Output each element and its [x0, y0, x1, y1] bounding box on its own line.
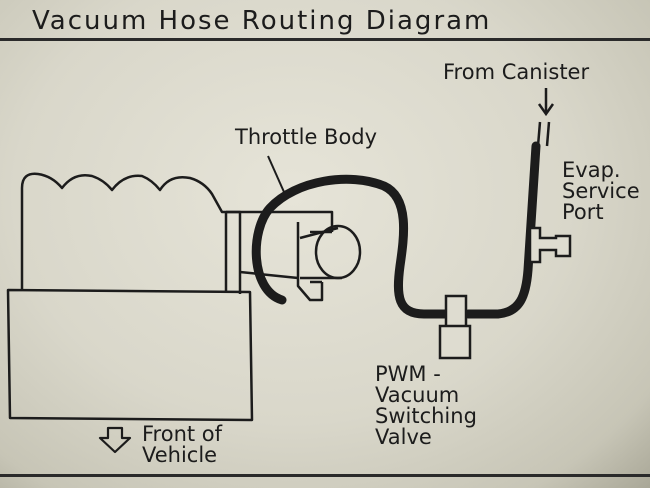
evap-service-port-label: Evap. Service Port	[562, 160, 640, 223]
front-arrow-icon	[98, 426, 132, 454]
intake-plenum	[224, 210, 334, 292]
footer-divider	[0, 474, 650, 477]
pwm-valve-label: PWM - Vacuum Switching Valve	[375, 364, 477, 448]
engine-illustration	[6, 172, 362, 422]
throttle-body-leader	[267, 155, 285, 193]
pwm-label-line: PWM -	[375, 362, 441, 386]
from-canister-label: From Canister	[443, 60, 590, 84]
vacuum-hose-canister	[463, 141, 541, 319]
down-arrow-icon	[537, 88, 555, 117]
evap-label-line: Service	[562, 179, 640, 203]
pwm-label-line: Vacuum	[375, 383, 460, 407]
pwm-label-line: Valve	[375, 425, 432, 449]
throttle-body-label: Throttle Body	[235, 125, 378, 149]
pwm-valve	[438, 294, 472, 360]
pwm-label-line: Switching	[375, 404, 477, 428]
throttle-bore	[314, 224, 362, 280]
diagram-title: Vacuum Hose Routing Diagram	[32, 6, 492, 36]
front-label-line: Vehicle	[142, 443, 218, 467]
evap-service-port	[528, 226, 572, 264]
vacuum-hose-throttle	[251, 174, 455, 319]
canister-inlet	[536, 121, 551, 147]
engine-top	[20, 172, 242, 294]
front-label-line: Front of	[142, 422, 223, 446]
evap-label-line: Port	[562, 200, 604, 224]
throttle-housing	[296, 222, 324, 302]
header-divider	[0, 38, 650, 41]
front-of-vehicle-label: Front of Vehicle	[142, 424, 222, 466]
engine-block	[6, 288, 254, 422]
evap-label-line: Evap.	[562, 158, 621, 182]
